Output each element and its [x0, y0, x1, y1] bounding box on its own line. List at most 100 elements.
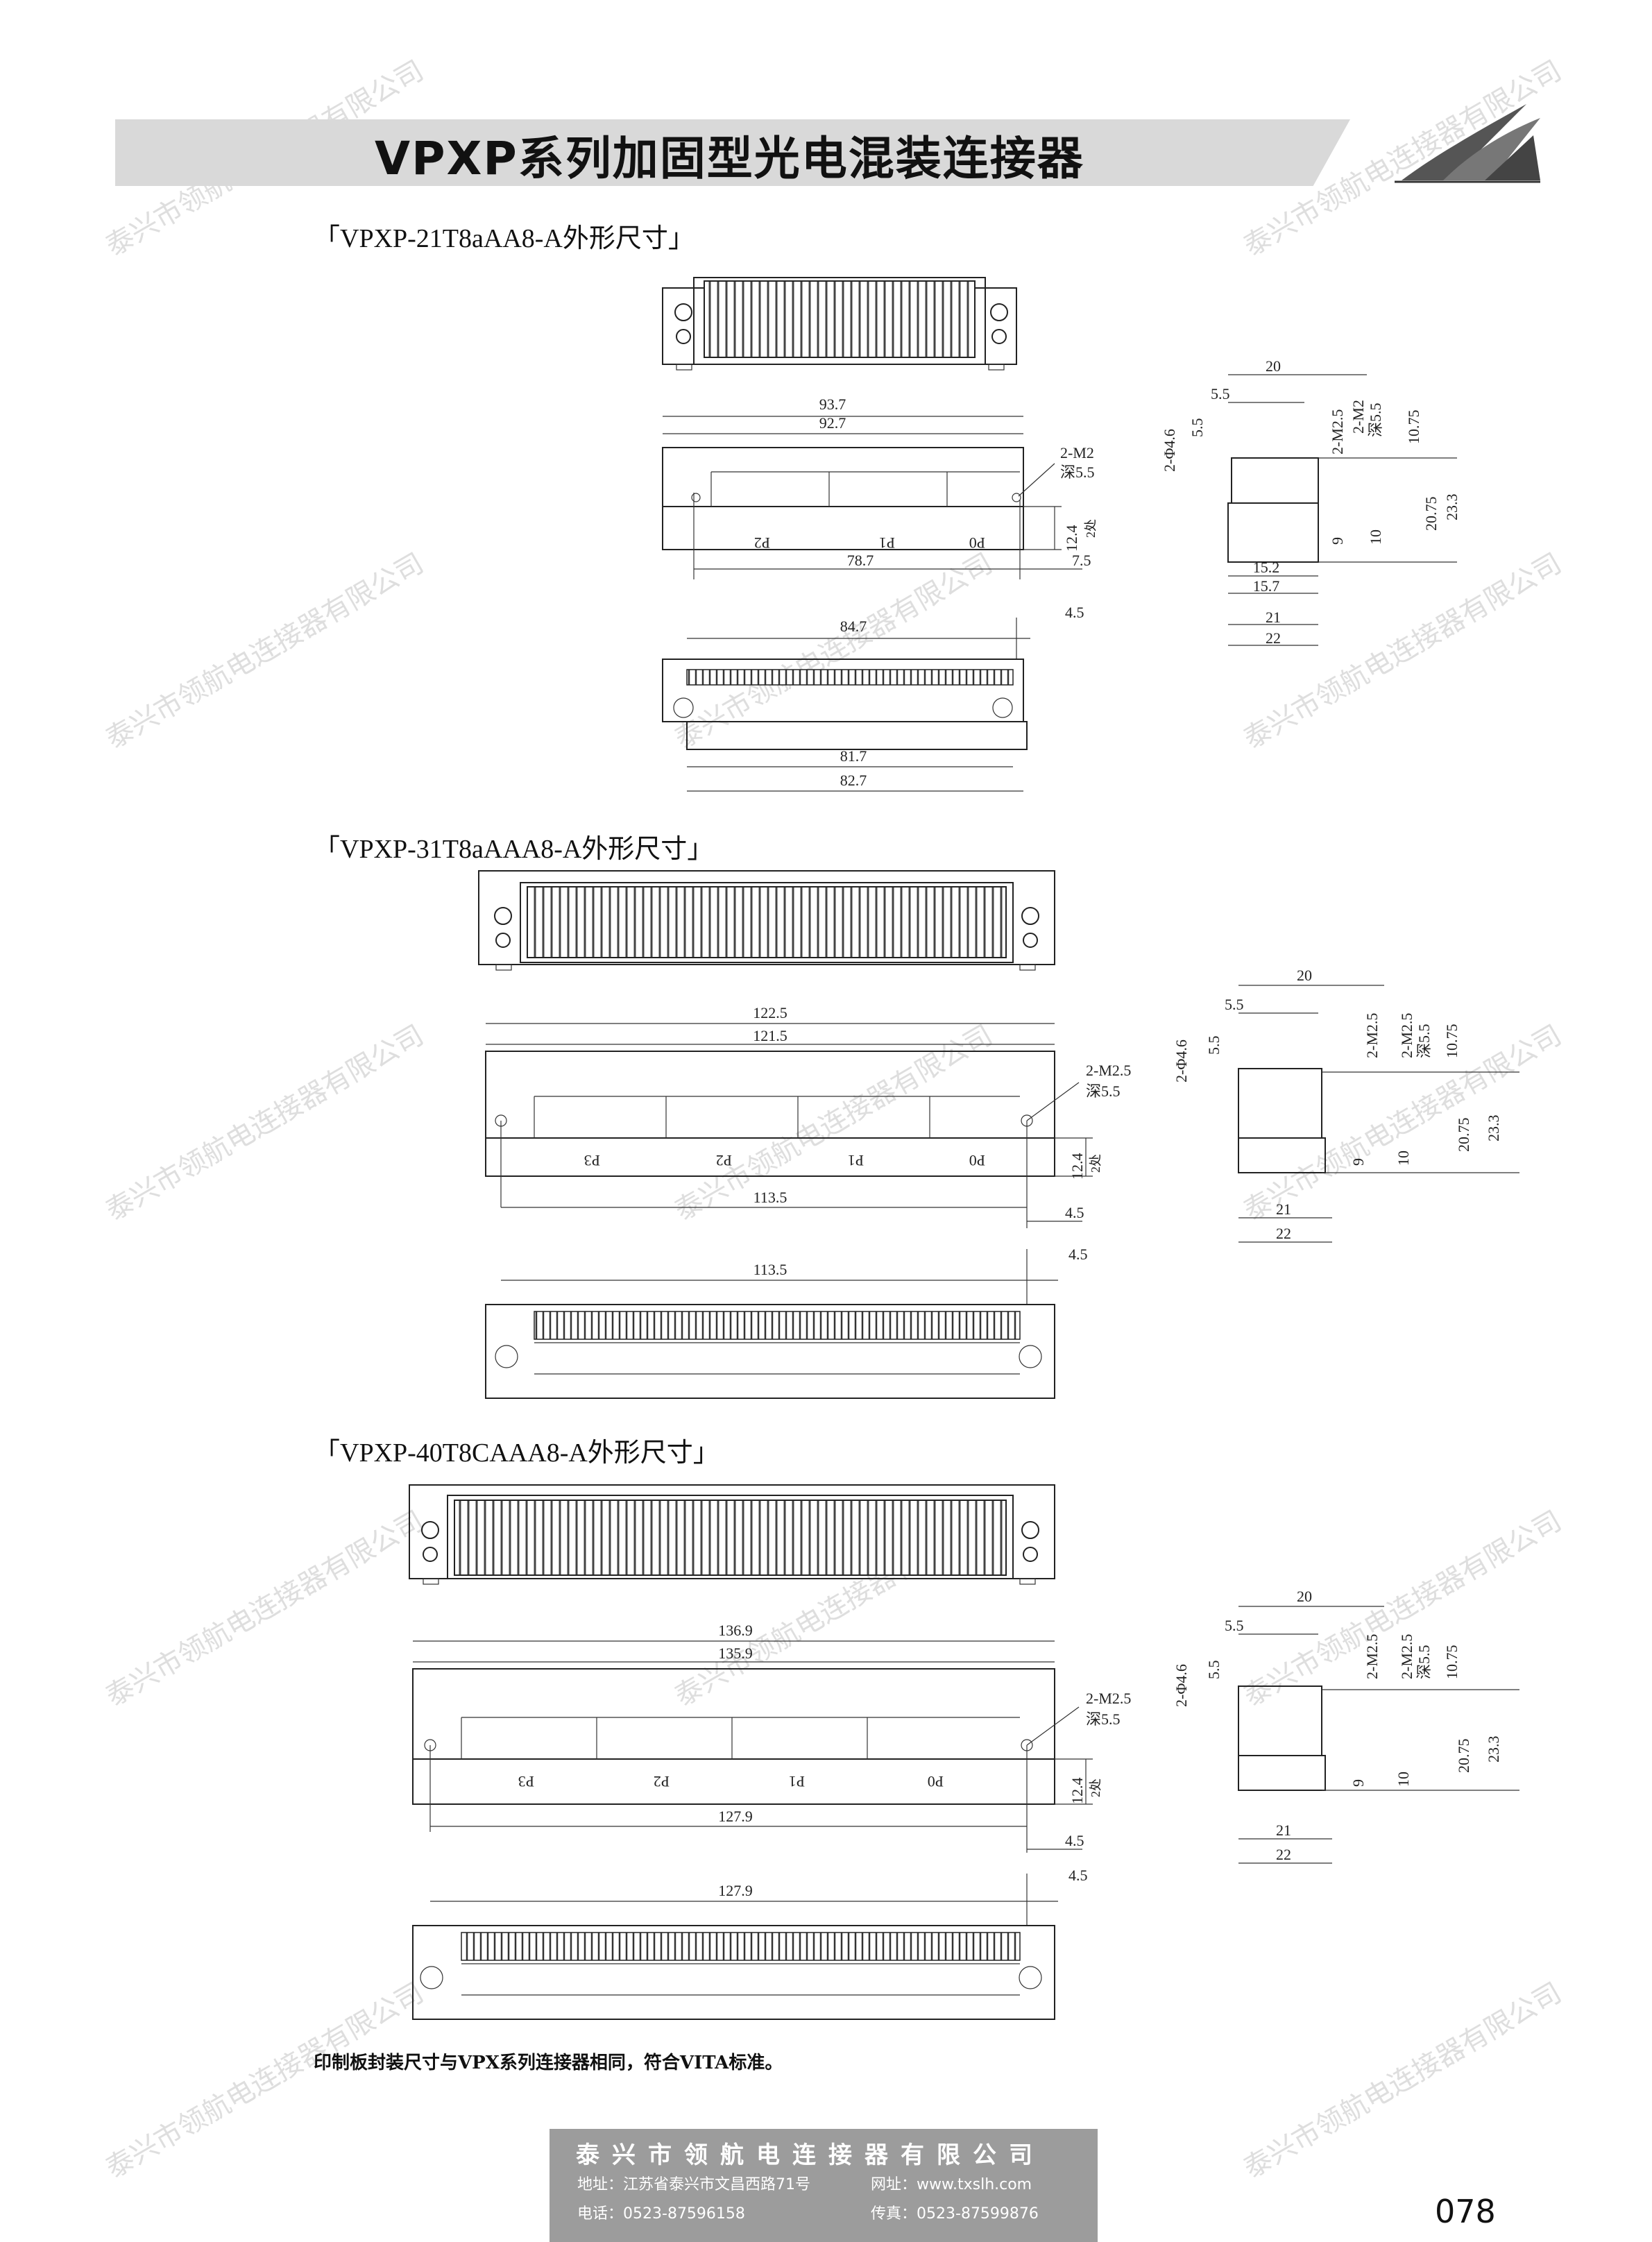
- section-1-side-view: [1227, 374, 1457, 646]
- web: www.txslh.com: [917, 2176, 1032, 2193]
- svg-text:深5.5: 深5.5: [1367, 402, 1384, 437]
- svg-text:9: 9: [1349, 1158, 1367, 1166]
- svg-text:92.7: 92.7: [819, 414, 846, 432]
- svg-text:2处: 2处: [1089, 1778, 1102, 1797]
- svg-text:21: 21: [1276, 1200, 1291, 1218]
- svg-text:81.7: 81.7: [840, 747, 867, 765]
- section-1-bottom-view: [662, 618, 1030, 792]
- section-3-bottom-view: [412, 1874, 1058, 2020]
- svg-text:2-M2.5: 2-M2.5: [1398, 1013, 1415, 1058]
- svg-text:23.3: 23.3: [1485, 1115, 1502, 1142]
- section-1-front-view: [662, 416, 1082, 579]
- svg-text:4.5: 4.5: [1065, 1832, 1084, 1849]
- svg-text:深5.5: 深5.5: [1415, 1645, 1433, 1679]
- svg-text:113.5: 113.5: [753, 1189, 787, 1206]
- svg-text:121.5: 121.5: [753, 1027, 787, 1044]
- phone: 0523-87596158: [623, 2205, 745, 2223]
- svg-text:20.75: 20.75: [1422, 497, 1440, 532]
- svg-text:7.5: 7.5: [1072, 552, 1091, 569]
- svg-text:93.7: 93.7: [819, 396, 846, 413]
- svg-text:23.3: 23.3: [1485, 1736, 1502, 1763]
- section-title-2: 「VPXP-31T8aAAA8-A外形尺寸」: [314, 835, 714, 864]
- svg-text:2-M2.5: 2-M2.5: [1398, 1634, 1415, 1679]
- svg-text:4.5: 4.5: [1068, 1246, 1088, 1263]
- phone-label: 电话：: [577, 2205, 624, 2223]
- svg-text:深5.5: 深5.5: [1086, 1082, 1121, 1100]
- svg-text:20.75: 20.75: [1455, 1739, 1472, 1774]
- svg-text:P2: P2: [716, 1152, 732, 1169]
- svg-text:20.75: 20.75: [1455, 1118, 1472, 1153]
- svg-text:21: 21: [1266, 609, 1281, 626]
- svg-text:2-Φ4.6: 2-Φ4.6: [1161, 429, 1178, 472]
- svg-text:5.5: 5.5: [1205, 1036, 1223, 1055]
- svg-text:P1: P1: [789, 1773, 805, 1790]
- svg-text:135.9: 135.9: [718, 1645, 753, 1662]
- svg-text:10.75: 10.75: [1443, 1024, 1461, 1059]
- fax-label: 传真：: [871, 2205, 917, 2223]
- footnote: 印制板封装尺寸与VPX系列连接器相同，符合VITA标准。: [314, 2053, 783, 2073]
- page-number: 078: [1435, 2193, 1496, 2230]
- svg-text:P0: P0: [969, 534, 985, 552]
- svg-text:10.75: 10.75: [1443, 1645, 1461, 1680]
- svg-text:122.5: 122.5: [753, 1004, 787, 1021]
- svg-text:84.7: 84.7: [840, 618, 867, 635]
- svg-text:5.5: 5.5: [1225, 1617, 1244, 1634]
- svg-text:P2: P2: [754, 534, 770, 552]
- svg-text:2-M2: 2-M2: [1349, 400, 1367, 434]
- svg-text:2处: 2处: [1089, 1154, 1102, 1173]
- svg-text:5.5: 5.5: [1205, 1661, 1223, 1680]
- svg-text:10.75: 10.75: [1405, 410, 1422, 445]
- svg-text:10: 10: [1367, 529, 1384, 545]
- page-title: VPXP系列加固型光电混装连接器: [375, 132, 1084, 185]
- svg-text:P3: P3: [584, 1152, 600, 1169]
- footer-banner: [550, 2129, 1098, 2242]
- section-1-top-view: [662, 277, 1017, 371]
- svg-text:12.4: 12.4: [1068, 1153, 1086, 1180]
- svg-text:10: 10: [1395, 1150, 1412, 1166]
- svg-text:15.7: 15.7: [1253, 577, 1280, 595]
- section-2-side-view: [1238, 985, 1519, 1243]
- svg-text:2-M2: 2-M2: [1060, 444, 1094, 461]
- svg-text:2-Φ4.6: 2-Φ4.6: [1173, 1039, 1190, 1082]
- svg-text:2-M2.5: 2-M2.5: [1363, 1013, 1381, 1058]
- svg-text:2处: 2处: [1084, 519, 1098, 538]
- section-2-bottom-view: [485, 1249, 1058, 1399]
- svg-text:P1: P1: [879, 534, 895, 552]
- svg-text:2-M2.5: 2-M2.5: [1363, 1634, 1381, 1679]
- section-2-top-view: [478, 870, 1055, 971]
- svg-text:20: 20: [1297, 1588, 1312, 1605]
- svg-text:P1: P1: [848, 1152, 864, 1169]
- svg-text:127.9: 127.9: [718, 1882, 753, 1899]
- svg-text:P3: P3: [518, 1773, 534, 1790]
- svg-text:9: 9: [1349, 1779, 1367, 1787]
- svg-text:15.2: 15.2: [1253, 559, 1280, 576]
- svg-text:P0: P0: [969, 1152, 985, 1169]
- svg-text:12.4: 12.4: [1068, 1778, 1086, 1805]
- svg-text:深5.5: 深5.5: [1415, 1024, 1433, 1058]
- section-2-front-view: [485, 1023, 1093, 1228]
- section-title-1: 「VPXP-21T8aAA8-A外形尺寸」: [314, 224, 695, 253]
- svg-text:2-M2.5: 2-M2.5: [1329, 409, 1346, 455]
- section-title-3: 「VPXP-40T8CAAA8-A外形尺寸」: [314, 1438, 719, 1468]
- svg-text:78.7: 78.7: [847, 552, 874, 569]
- svg-text:23.3: 23.3: [1443, 494, 1461, 521]
- address-label: 地址：: [577, 2176, 624, 2193]
- svg-text:2-M2.5: 2-M2.5: [1086, 1690, 1131, 1707]
- svg-text:4.5: 4.5: [1065, 604, 1084, 621]
- footer-company: 泰兴市领航电连接器有限公司: [576, 2141, 1045, 2169]
- svg-text:22: 22: [1266, 629, 1281, 647]
- svg-text:21: 21: [1276, 1821, 1291, 1839]
- svg-text:4.5: 4.5: [1068, 1867, 1088, 1884]
- svg-text:20: 20: [1297, 967, 1312, 984]
- svg-text:113.5: 113.5: [753, 1261, 787, 1278]
- svg-text:P0: P0: [928, 1773, 944, 1790]
- section-3-side-view: [1238, 1606, 1519, 1864]
- svg-text:82.7: 82.7: [840, 772, 867, 789]
- svg-text:12.4: 12.4: [1063, 525, 1080, 552]
- address: 江苏省泰兴市文昌西路71号: [623, 2176, 811, 2193]
- svg-text:5.5: 5.5: [1225, 996, 1244, 1013]
- svg-text:10: 10: [1395, 1772, 1412, 1787]
- svg-text:22: 22: [1276, 1225, 1291, 1242]
- svg-text:5.5: 5.5: [1211, 385, 1230, 402]
